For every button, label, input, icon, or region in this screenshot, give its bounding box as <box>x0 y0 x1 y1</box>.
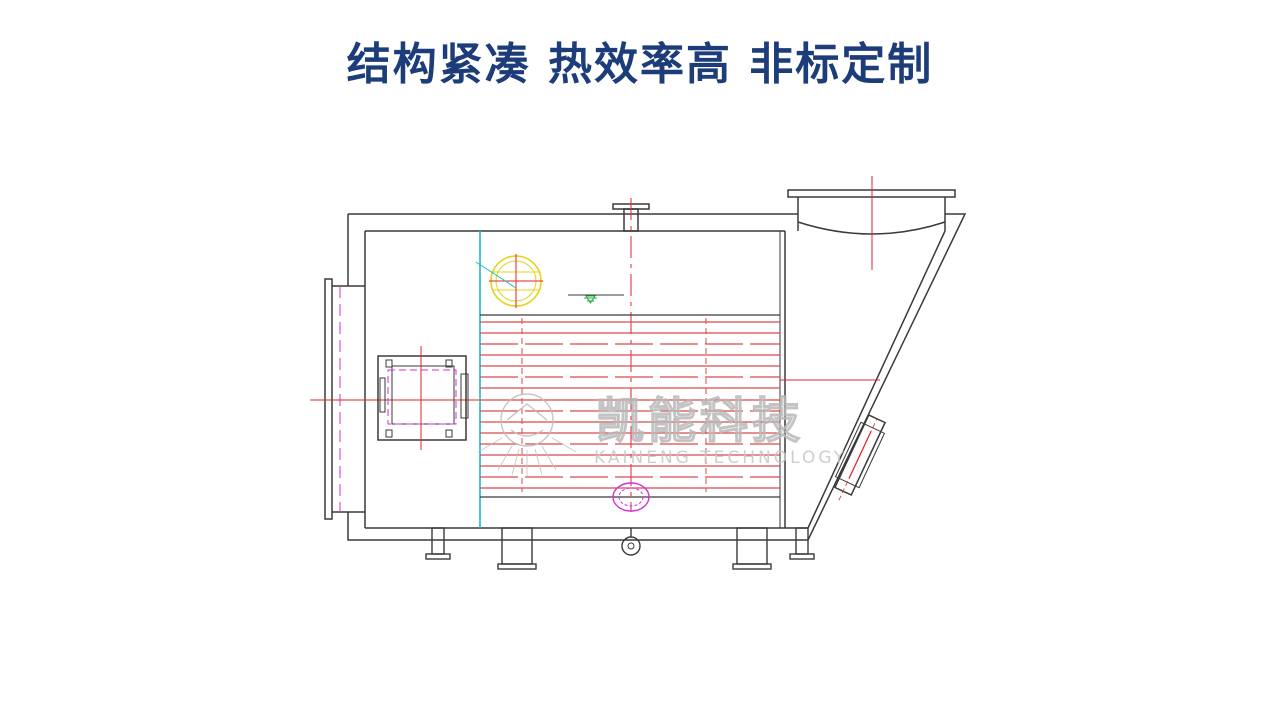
top-outlet <box>787 176 956 270</box>
inspection-door <box>377 346 469 450</box>
watermark-chinese: 凯能科技 <box>596 393 804 449</box>
watermark-english: KAINENG TECHNOLOGY <box>594 448 847 468</box>
manhole-icon <box>475 254 543 308</box>
water-level-icon <box>568 294 624 304</box>
watermark: 凯能科技 KAINENG TECHNOLOGY <box>477 392 847 476</box>
tube-bundle <box>480 314 880 498</box>
headline: 结构紧凑 热效率高 非标定制 <box>346 39 934 90</box>
sight-glass-icon <box>833 413 887 501</box>
drain-flange-icon <box>612 482 650 556</box>
inlet-duct <box>310 278 480 520</box>
support-legs <box>425 527 815 570</box>
kaineng-logo-icon <box>477 393 577 476</box>
